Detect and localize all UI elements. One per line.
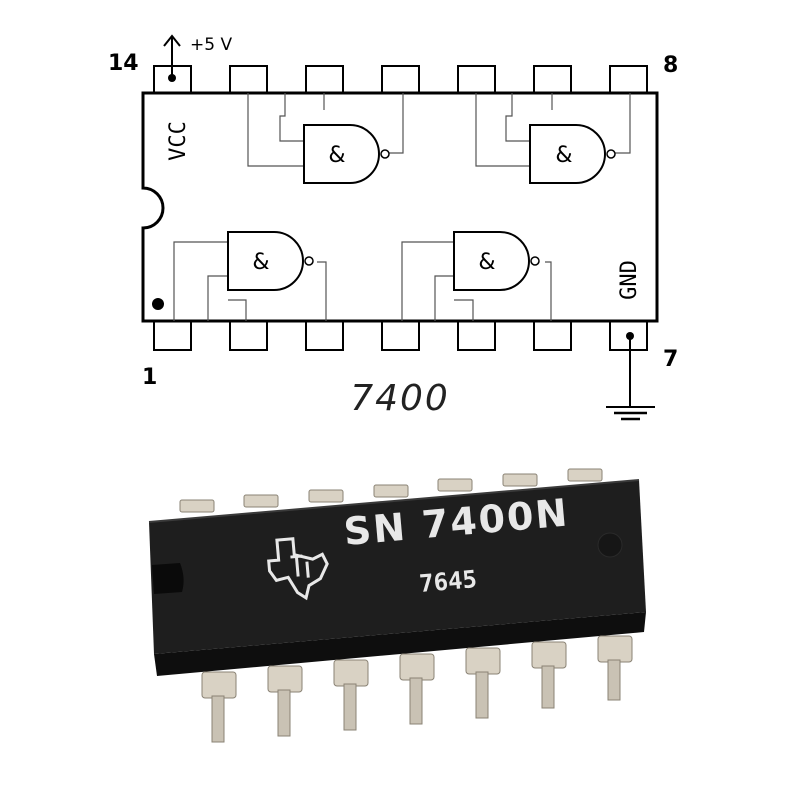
pin-8	[609, 65, 648, 94]
chip-marking-line2: 7645	[418, 565, 478, 598]
pin-1	[153, 320, 192, 351]
nand-gate-upper-left: &	[303, 124, 390, 184]
pin-8-number: 8	[663, 53, 678, 78]
gate-symbol: &	[555, 143, 572, 168]
gate-symbol: &	[478, 250, 495, 275]
vcc-label: VCC	[166, 121, 191, 161]
pin-11	[381, 65, 420, 94]
pin1-indicator-dot	[152, 298, 164, 310]
pin-14-number: 14	[108, 51, 139, 76]
pin-13	[229, 65, 268, 94]
chip-top-face	[149, 480, 646, 654]
pin-12	[305, 65, 344, 94]
chip-notch	[152, 563, 184, 594]
nand-gate-upper-right: &	[529, 124, 616, 184]
pin-3	[305, 320, 344, 351]
chip-side-face	[154, 612, 646, 676]
back-pins	[179, 468, 603, 513]
gate-symbol: &	[328, 143, 345, 168]
ground-symbol	[606, 336, 655, 421]
pin-4	[381, 320, 420, 351]
texas-instruments-logo	[267, 537, 329, 601]
nand-gate-lower-right: &	[453, 231, 540, 291]
pin-10	[457, 65, 496, 94]
vcc-pin-dot	[168, 74, 176, 82]
part-number-label: 7400	[350, 378, 450, 419]
chip-photo: SN 7400N 7645	[148, 468, 646, 743]
pin-1-number: 1	[142, 365, 157, 390]
pin-7-number: 7	[663, 347, 678, 372]
supply-arrow	[163, 34, 181, 78]
pin-5	[457, 320, 496, 351]
pinout-diagram: & & & & VCC GND +5 V	[108, 34, 678, 421]
gnd-label: GND	[617, 260, 642, 300]
top-pins	[153, 65, 648, 94]
gate-symbol: &	[252, 250, 269, 275]
front-pins	[201, 635, 633, 743]
bottom-pins	[153, 320, 648, 351]
supply-voltage-label: +5 V	[190, 35, 232, 55]
pin-9	[533, 65, 572, 94]
pin-2	[229, 320, 268, 351]
internal-wiring	[173, 93, 631, 321]
nand-gate-lower-left: &	[227, 231, 314, 291]
chip-dimple	[597, 532, 623, 558]
pin-6	[533, 320, 572, 351]
